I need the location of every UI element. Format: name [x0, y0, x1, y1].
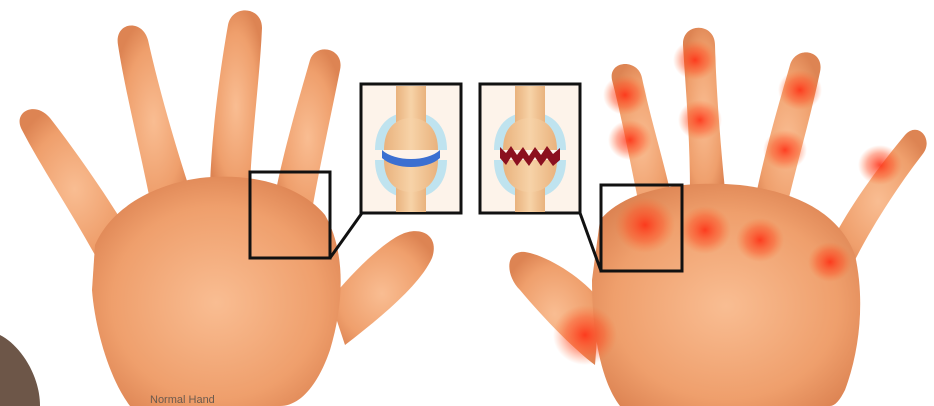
healthy-connector — [330, 213, 362, 258]
healthy-joint-icon — [361, 84, 461, 213]
corner-shadow — [0, 335, 40, 406]
arthritic-joint-icon — [480, 84, 580, 213]
image-caption: Normal Hand — [150, 394, 215, 406]
